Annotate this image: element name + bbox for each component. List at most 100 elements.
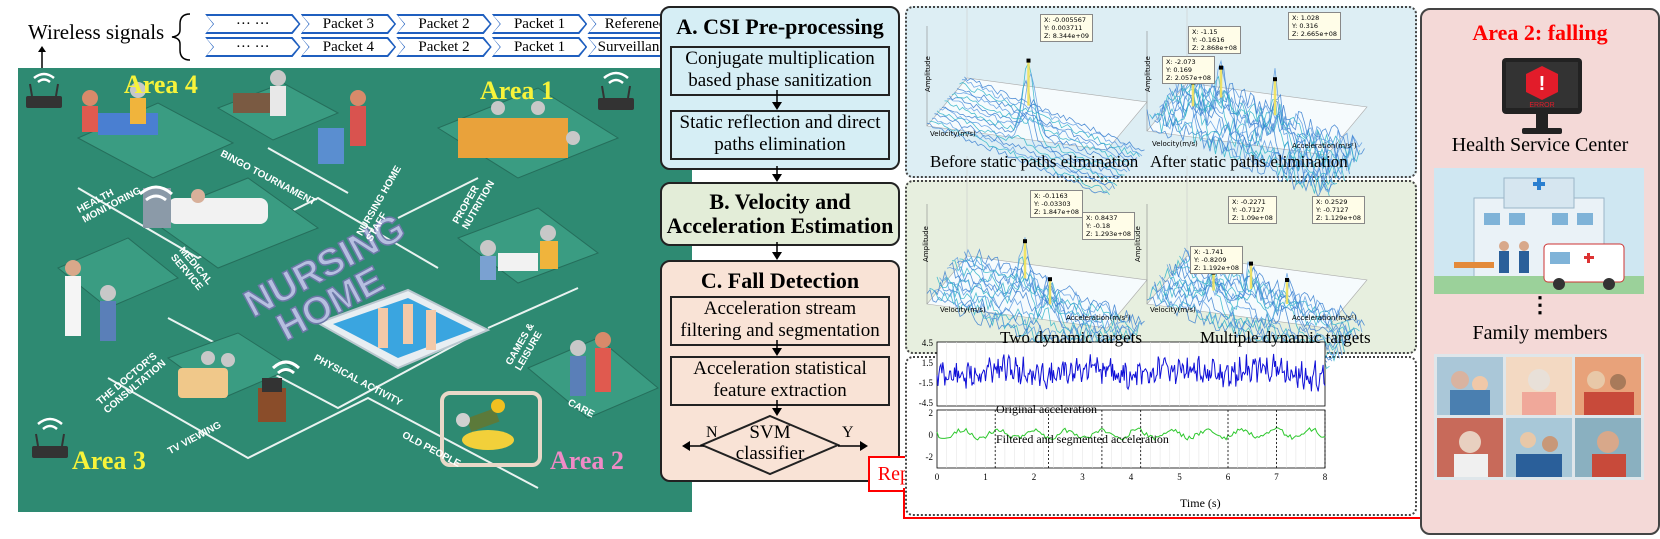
y-tick-label: 0 [929, 430, 934, 440]
arrow-down-icon [772, 400, 782, 416]
plot1-mesh-line [929, 120, 1110, 195]
router-icon [26, 72, 62, 108]
area2-falling-panel: Area 2: falling ! ERROR Health Service C… [1420, 8, 1660, 535]
plot4-mesh-line [1164, 267, 1345, 353]
plot2-mesh-line [1179, 73, 1360, 163]
error-monitor-icon: ! [1502, 58, 1582, 134]
plot3-mesh-line [956, 259, 1138, 336]
plot2-mesh-line [1146, 109, 1328, 199]
arrow-down-icon [772, 340, 782, 356]
plot1-mesh-line [936, 110, 1118, 187]
arrow-down-icon [772, 166, 782, 182]
error-text: ERROR [1529, 102, 1555, 109]
plot1-mesh-line [959, 82, 1140, 158]
x-tick-label: 5 [1177, 472, 1182, 482]
area-3-label: Area 3 [72, 446, 146, 475]
y-tick-label: 1.5 [922, 358, 934, 368]
y-tick-label: 2 [929, 408, 934, 418]
wireless-signals-label: Wireless signals [28, 20, 165, 44]
svm-diamond [700, 414, 840, 476]
caption-two-targets: Two dynamic targets [1000, 328, 1143, 347]
caption-multiple-targets: Multiple dynamic targets [1200, 328, 1371, 347]
vertical-ellipsis: ⋮ [1529, 292, 1551, 317]
axis-time: Time (s) [1180, 496, 1221, 510]
x-tick-label: 1 [983, 472, 988, 482]
packet-cell: ··· ··· [205, 37, 301, 57]
plot1-mesh-line [939, 106, 1120, 180]
plot1-mesh-line [949, 95, 1130, 172]
pool-icon [315, 288, 491, 370]
nursing-home-illustration: NURSING HOME [18, 68, 692, 512]
plot2-mesh-line [1149, 113, 1330, 198]
packet-cell: Surveillance [587, 37, 683, 57]
x-tick-label: 7 [1274, 472, 1279, 482]
label-y: Y [842, 424, 854, 441]
label-n: N [706, 424, 718, 441]
axis-amplitude: Amplitude [921, 226, 930, 262]
packet-cell: ··· ··· [205, 14, 301, 34]
y-tick-label: -2 [926, 452, 934, 462]
curly-brace-icon [171, 13, 191, 61]
plot3-mesh-line [964, 248, 1145, 326]
packet-cell: Packet 1 [492, 37, 588, 57]
packet-cell: Packet 1 [492, 14, 588, 34]
plot1-mesh-line [956, 88, 1138, 161]
packet-cell: Referenec [587, 14, 683, 34]
packet-cell: Packet 2 [396, 14, 492, 34]
axis-acceleration: Acceleration(m/s²) [1292, 314, 1357, 322]
section-a-title: A. CSI Pre-processing [676, 14, 884, 39]
plot1-peak-marker [1026, 58, 1031, 63]
axis-velocity: Velocity(m/s) [940, 306, 986, 314]
health-service-center-label: Health Service Center [1451, 134, 1629, 156]
axis-velocity: Velocity(m/s) [1152, 140, 1198, 148]
plot3-peak-marker [1048, 277, 1052, 282]
plot2-mesh-line [1164, 75, 1345, 181]
plot3-mesh-line [954, 256, 1135, 342]
axis-amplitude: Amplitude [1143, 56, 1152, 92]
plot1-mesh-line [951, 93, 1133, 167]
area-4-label: Area 4 [124, 70, 198, 99]
family-members-label: Family members [1472, 322, 1608, 344]
packet-cell: Packet 2 [396, 37, 492, 57]
section-c-title: C. Fall Detection [700, 268, 860, 293]
plot3-mesh-line [961, 248, 1143, 333]
family-grid-illustration [1434, 354, 1644, 480]
x-tick-label: 2 [1032, 472, 1037, 482]
router-icon [598, 71, 634, 110]
falling-person-icon [456, 399, 514, 450]
plot2-peak-marker [1219, 65, 1223, 70]
plot3-mesh-line [941, 270, 1123, 353]
right-panel-title: Area 2: falling [1472, 20, 1608, 45]
original-acceleration-series [936, 353, 1326, 392]
plot3-mesh-line [946, 237, 1128, 351]
caption-before-static: Before static paths elimination [930, 152, 1139, 171]
plot4-peak-marker [1249, 261, 1253, 266]
plot2-mesh-line [1151, 108, 1333, 193]
caption-after-static: After static paths elimination [1150, 152, 1348, 171]
arrow-up-icon [38, 46, 46, 70]
axis-velocity: Velocity(m/s) [930, 130, 976, 138]
svg-text:!: ! [1539, 73, 1546, 95]
x-tick-label: 6 [1226, 472, 1231, 482]
arrow-left-icon [682, 441, 704, 451]
packet-row-reference: ··· ··· Packet 3 Packet 2 Packet 1 Refer… [205, 14, 683, 34]
x-tick-label: 8 [1323, 472, 1328, 482]
packet-row-surveillance: ··· ··· Packet 4 Packet 2 Packet 1 Surve… [205, 37, 683, 57]
plot3-peak-marker [1023, 239, 1027, 244]
plot1-mesh-line [941, 79, 1123, 177]
arrow-down-icon [772, 90, 782, 110]
plot2-peak-marker [1273, 77, 1277, 82]
axis-acceleration: Acceleration(m/s²) [1066, 314, 1131, 322]
plot4-mesh-line [1176, 257, 1358, 340]
y-tick-label: -1.5 [919, 378, 934, 388]
